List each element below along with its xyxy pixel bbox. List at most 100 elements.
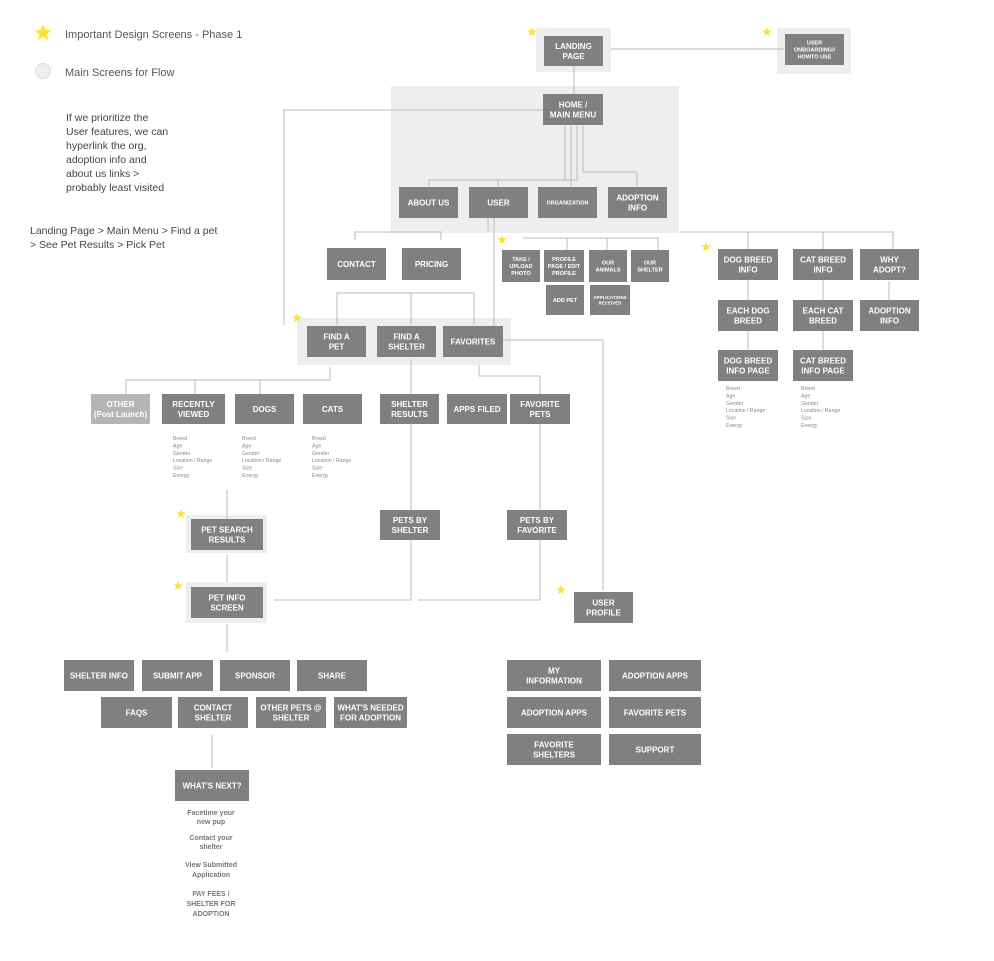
apps-filed-node: APPS FILED	[447, 394, 507, 424]
node-box	[860, 249, 919, 280]
connector-line	[410, 424, 541, 510]
connector-line	[354, 231, 442, 240]
attribute-item: Location / Range	[173, 458, 212, 464]
node-box	[101, 697, 172, 728]
whats-next-item: SHELTER FOR	[187, 901, 236, 908]
attribute-item: Energy	[173, 473, 190, 479]
node-label: SHELTER	[392, 526, 429, 535]
star-icon	[34, 24, 52, 41]
attribute-item: Breed	[173, 436, 187, 442]
node-label: PET	[329, 342, 345, 351]
attribute-item: Energy	[312, 473, 329, 479]
node-label: RESULTS	[391, 410, 428, 419]
whats-next-item: Facetime your	[187, 810, 235, 817]
node-box	[718, 350, 778, 381]
node-box	[860, 300, 919, 331]
node-label: INFO	[628, 203, 647, 212]
node-label: EACH DOG	[726, 306, 769, 315]
node-label: FAVORITES	[451, 337, 496, 346]
whats-next-item: shelter	[200, 844, 223, 851]
node-box	[399, 187, 458, 218]
node-label: PROFILE	[552, 271, 576, 277]
node-label: WHY	[880, 255, 899, 264]
node-label: CONTACT	[337, 260, 376, 269]
node-label: SHELTER	[273, 713, 310, 722]
whats-next-item: new pup	[197, 819, 225, 826]
node-label: SCREEN	[210, 603, 244, 612]
connector-line	[493, 218, 604, 590]
node-box	[469, 187, 528, 218]
node-label: ADOPTION	[616, 193, 658, 202]
node-label: APPLICATIONS	[593, 295, 626, 300]
node-box	[793, 350, 853, 381]
node-box	[303, 394, 362, 424]
node-label: FAVORITE PETS	[624, 708, 687, 717]
node-label: CAT BREED	[800, 255, 846, 264]
node-box	[590, 285, 630, 315]
node-label: SHELTER	[195, 713, 232, 722]
attribute-item: Location / Range	[726, 408, 765, 414]
node-box	[256, 697, 326, 728]
note-line: probably least visited	[66, 182, 164, 194]
node-label: RECENTLY	[172, 400, 215, 409]
node-box	[544, 36, 603, 66]
connector-line	[125, 367, 331, 394]
node-label: PET INFO	[209, 593, 246, 602]
node-label: PETS	[530, 410, 552, 419]
about-node: ABOUT US	[399, 187, 458, 218]
attribute-item: Breed	[312, 436, 326, 442]
node-box	[307, 326, 366, 357]
node-label: ANIMALS	[595, 267, 620, 273]
node-box	[609, 697, 701, 728]
circle-icon	[35, 63, 51, 79]
whats-next-item: View Submitted	[185, 862, 237, 869]
node-box	[220, 660, 290, 691]
node-label: FAVORITE	[520, 400, 560, 409]
node-box	[507, 697, 601, 728]
legend-circle-label: Main Screens for Flow	[65, 67, 174, 79]
node-box	[608, 187, 667, 218]
node-label: PRICING	[415, 260, 448, 269]
node-label: SHELTER INFO	[70, 671, 128, 680]
node-box	[507, 660, 601, 691]
node-box	[64, 660, 134, 691]
attribute-item: Breed	[801, 386, 815, 392]
node-label: FIND A	[393, 332, 420, 341]
star-icon	[556, 585, 566, 594]
star-icon	[701, 242, 711, 251]
connector-line	[680, 231, 894, 250]
star-icon	[292, 313, 302, 322]
node-label: OUR	[644, 260, 656, 266]
star-icon	[762, 27, 772, 36]
node-label: ADOPTION APPS	[622, 671, 689, 680]
node-box	[510, 394, 570, 424]
node-label: RESULTS	[209, 535, 246, 544]
node-box	[191, 519, 263, 550]
node-label: SHELTER	[388, 342, 425, 351]
node-label: ADD PET	[553, 298, 578, 304]
node-label: SPONSOR	[235, 671, 275, 680]
node-label: PETS BY	[520, 516, 555, 525]
node-label: SHELTER	[637, 267, 662, 273]
node-label: BREED	[734, 316, 762, 325]
attribute-item: Gender	[312, 451, 330, 457]
node-box	[297, 660, 367, 691]
node-label: FIND A	[323, 332, 350, 341]
whats-next-item: ADOPTION	[193, 911, 230, 918]
star-icon	[173, 581, 183, 590]
node-label: SUPPORT	[636, 745, 675, 754]
note-line: User features, we can	[66, 126, 168, 138]
node-label: PHOTO	[511, 271, 531, 277]
node-label: INFO PAGE	[801, 366, 845, 375]
